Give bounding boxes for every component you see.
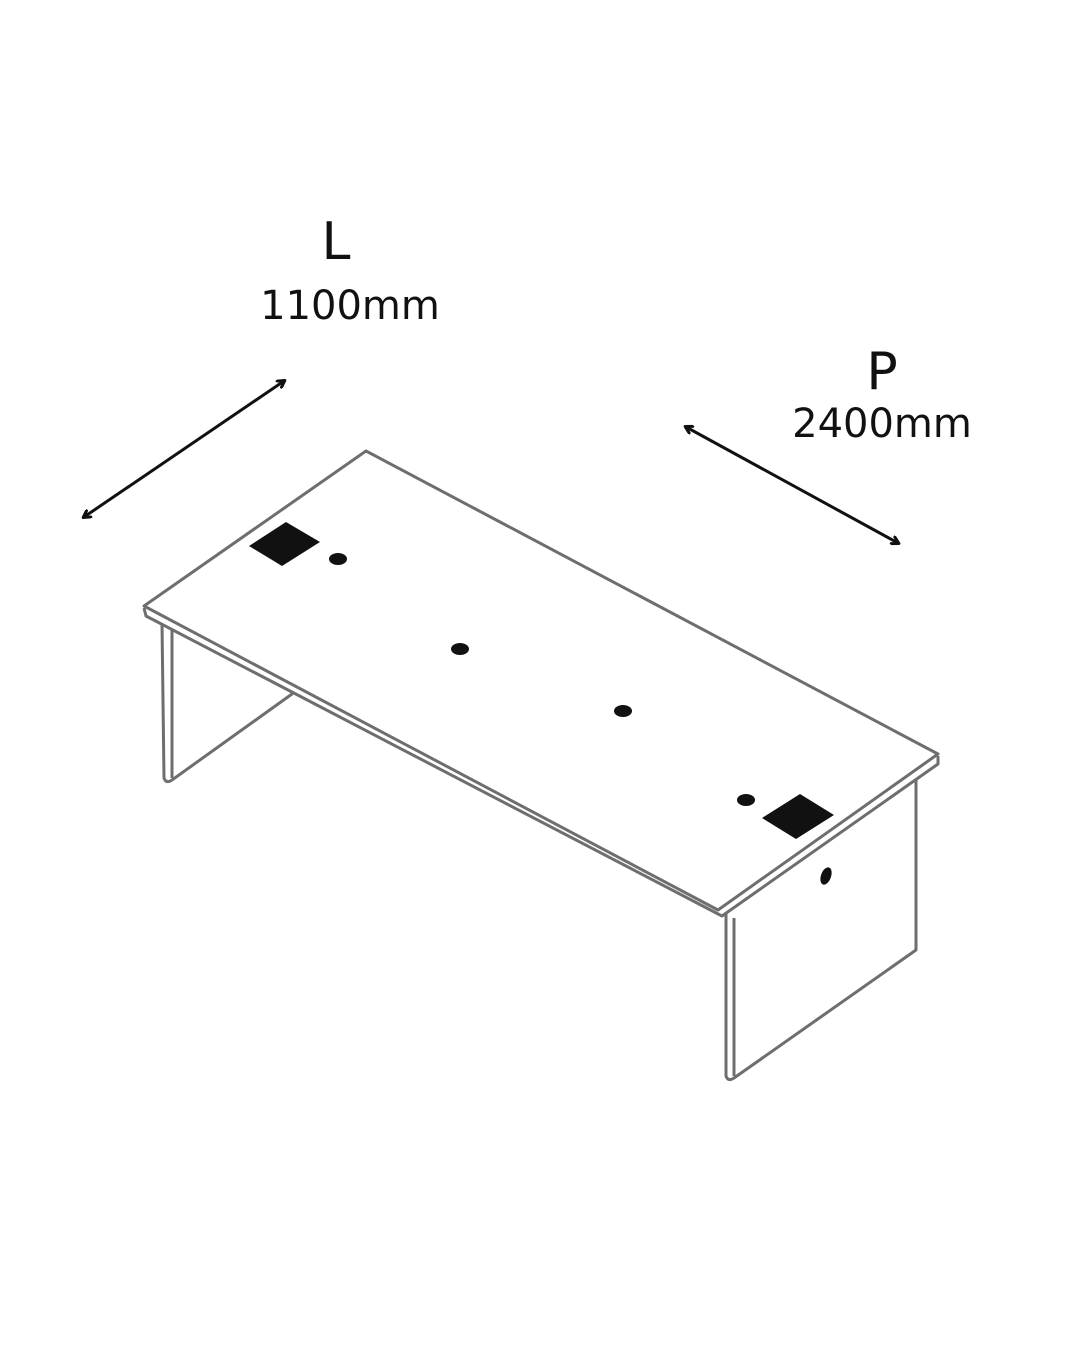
right-panel-leg xyxy=(724,770,918,1082)
length-dimension-arrow xyxy=(84,381,284,517)
grommet-hole xyxy=(329,553,347,565)
length-letter-label: L xyxy=(321,212,351,272)
leg-cable-hole xyxy=(820,867,832,885)
depth-value-label: 2400mm xyxy=(792,401,972,447)
power-module-right xyxy=(762,794,834,839)
power-module-left xyxy=(249,522,320,566)
grommet-hole xyxy=(737,794,755,806)
grommet-hole xyxy=(451,643,469,655)
left-panel-leg xyxy=(160,623,294,784)
depth-letter-label: P xyxy=(866,342,898,402)
grommet-hole xyxy=(614,705,632,717)
depth-dimension-arrow xyxy=(686,427,898,543)
length-value-label: 1100mm xyxy=(260,283,440,329)
tabletop xyxy=(142,449,940,912)
